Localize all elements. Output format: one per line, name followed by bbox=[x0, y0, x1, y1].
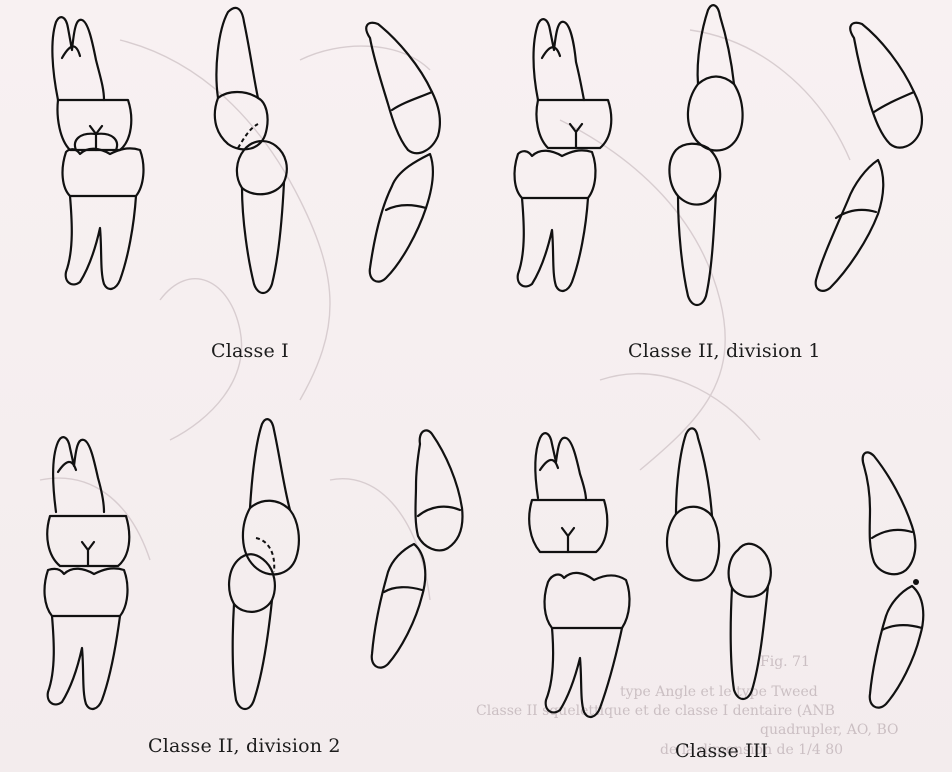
canine-profile bbox=[816, 23, 922, 291]
upper-molar bbox=[529, 433, 607, 552]
panel-classe-3: Classe III bbox=[476, 386, 952, 772]
canine-profile bbox=[372, 430, 463, 667]
canine-profile bbox=[366, 23, 440, 282]
incisor-profile bbox=[667, 428, 771, 699]
caption-classe-3: Classe III bbox=[675, 740, 768, 762]
classe-3-teeth-drawing bbox=[476, 386, 952, 772]
lower-molar bbox=[63, 148, 144, 289]
upper-molar bbox=[47, 437, 129, 566]
incisor-profile bbox=[669, 5, 742, 305]
caption-classe-1: Classe I bbox=[211, 340, 289, 362]
panel-classe-2-division-2: Classe II, division 2 bbox=[0, 386, 476, 772]
panel-classe-2-division-1: Classe II, division 1 bbox=[476, 0, 952, 386]
canine-profile bbox=[863, 452, 924, 707]
classe-2-div-2-teeth-drawing bbox=[0, 386, 476, 772]
incisor-profile bbox=[229, 419, 299, 709]
upper-molar bbox=[534, 19, 612, 148]
classe-1-teeth-drawing bbox=[0, 0, 476, 386]
caption-classe-2-division-2: Classe II, division 2 bbox=[148, 735, 341, 757]
lower-molar bbox=[45, 568, 128, 709]
classe-2-div-1-teeth-drawing bbox=[476, 0, 952, 386]
incisor-profile bbox=[215, 8, 287, 293]
lower-molar bbox=[515, 150, 596, 291]
panel-classe-1: Classe I bbox=[0, 0, 476, 386]
caption-classe-2-division-1: Classe II, division 1 bbox=[628, 340, 821, 362]
lower-molar bbox=[545, 573, 630, 717]
upper-molar bbox=[52, 17, 131, 150]
